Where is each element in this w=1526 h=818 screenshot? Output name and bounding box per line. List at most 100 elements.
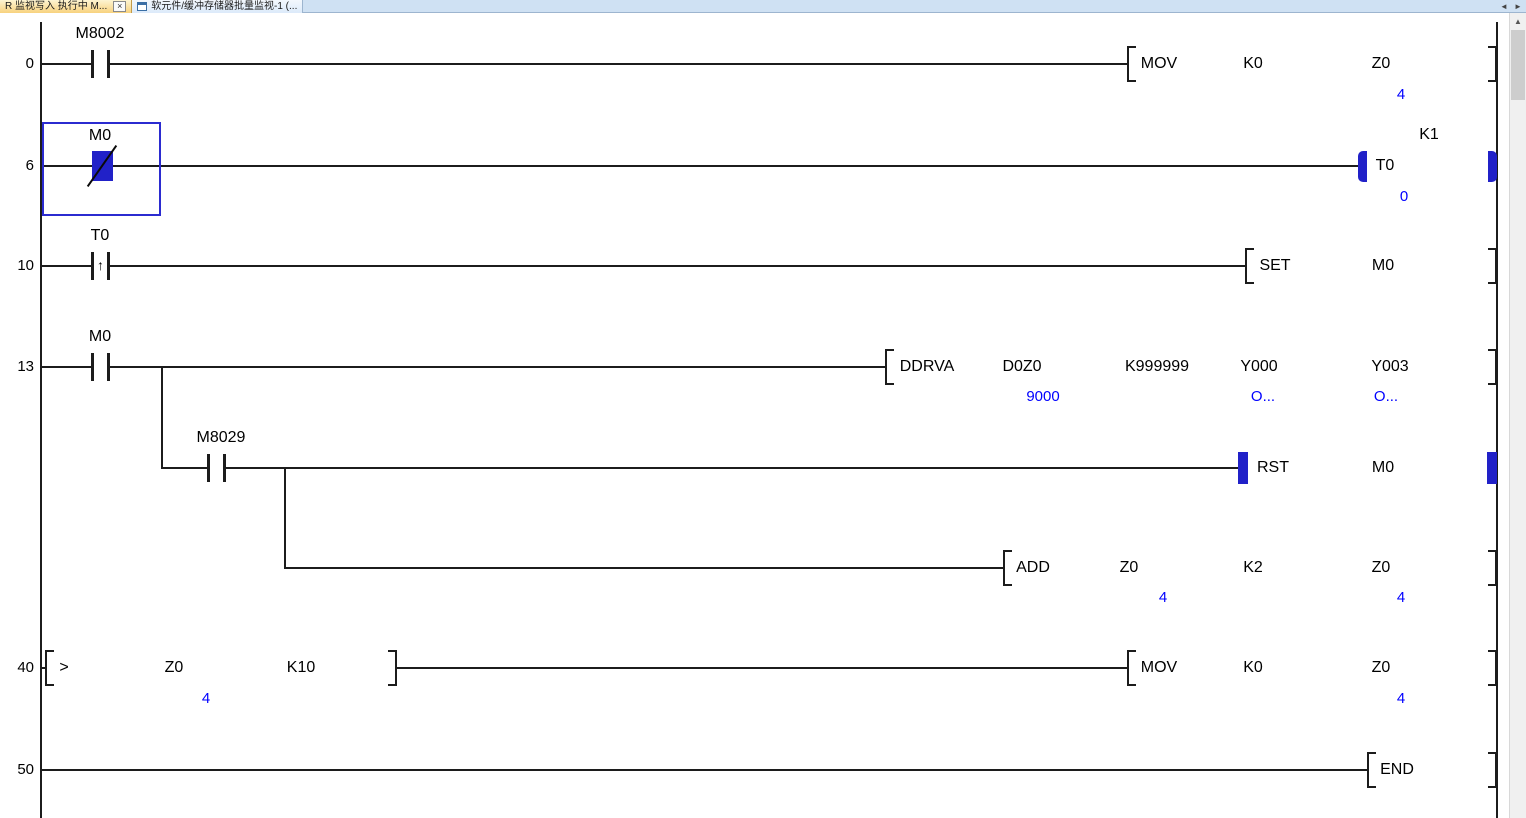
operand[interactable]: K0 [1243, 659, 1263, 676]
instruction-mnemonic[interactable]: DDRVA [899, 358, 955, 375]
operand[interactable]: K999999 [1124, 358, 1190, 375]
tab-scroll-right-icon[interactable]: ► [1514, 2, 1522, 11]
instruction-open-bracket [885, 349, 894, 385]
contact-label: M8029 [196, 429, 246, 446]
contact-bar [223, 454, 226, 482]
tab-device-batch-monitor-label: 软元件/缓冲存储器批量监视-1 (... [151, 0, 298, 12]
instruction-close-bracket [1488, 550, 1497, 586]
coil-open-paren [1358, 151, 1367, 182]
rung-wire [42, 63, 1127, 65]
instruction-open-bracket [1003, 550, 1012, 586]
tab-scroll-left-icon[interactable]: ◄ [1500, 2, 1508, 11]
operand[interactable]: Z0 [164, 659, 184, 676]
operand[interactable]: Y000 [1240, 358, 1278, 375]
compare-open-bracket [45, 650, 54, 686]
instruction-mnemonic[interactable]: MOV [1140, 55, 1178, 72]
contact-m8002[interactable] [91, 50, 110, 78]
tab-ladder-monitor-label: R 监视写入 执行中 M... [5, 0, 108, 12]
monitor-value: O... [1250, 388, 1276, 405]
rung-wire [42, 769, 1367, 771]
monitor-value: O... [1373, 388, 1399, 405]
compare-close-bracket [388, 650, 397, 686]
compare-operator[interactable]: > [59, 659, 69, 676]
instruction-mnemonic[interactable]: END [1380, 761, 1414, 778]
operand[interactable]: K0 [1243, 55, 1263, 72]
monitor-value: 0 [1399, 188, 1409, 205]
rung-wire [42, 165, 1358, 167]
instruction-close-bracket [1488, 752, 1497, 788]
operand[interactable]: Y003 [1371, 358, 1409, 375]
tab-scroll-controls: ◄ ► [1498, 0, 1524, 13]
instruction-close-bracket [1488, 650, 1497, 686]
instruction-open-bracket [1245, 248, 1254, 284]
monitor-value: 4 [1396, 589, 1406, 606]
tab-ladder-monitor[interactable]: R 监视写入 执行中 M... × [0, 0, 133, 13]
contact-bar [107, 252, 110, 280]
scrollbar-thumb[interactable] [1511, 30, 1525, 100]
step-number: 13 [17, 358, 34, 375]
vertical-scrollbar[interactable]: ▲ [1509, 13, 1526, 818]
monitor-value: 9000 [1026, 388, 1060, 405]
step-number: 10 [17, 257, 34, 274]
step-number: 50 [17, 761, 34, 778]
coil-close-paren [1488, 151, 1497, 182]
monitor-value: 4 [1396, 86, 1406, 103]
contact-label: M0 [88, 328, 112, 345]
operand[interactable]: K2 [1243, 559, 1263, 576]
contact-bar [91, 50, 94, 78]
close-icon[interactable]: × [113, 1, 127, 12]
contact-label: M8002 [75, 25, 125, 42]
step-number: 0 [25, 55, 34, 72]
instruction-mnemonic[interactable]: MOV [1140, 659, 1178, 676]
instruction-close-bracket [1488, 248, 1497, 284]
rung-wire [397, 667, 1127, 669]
rung-wire [42, 265, 1245, 267]
operand[interactable]: K10 [286, 659, 316, 676]
tab-device-batch-monitor[interactable]: 软元件/缓冲存储器批量监视-1 (... [132, 0, 304, 13]
rung-wire [42, 667, 47, 669]
instruction-close-bracket [1488, 46, 1497, 82]
instruction-close-bracket-active [1487, 452, 1497, 484]
cell-cursor[interactable] [42, 122, 161, 216]
document-tabbar: R 监视写入 执行中 M... × 软元件/缓冲存储器批量监视-1 (... [0, 0, 1526, 13]
branch-wire [161, 367, 163, 469]
left-power-rail [40, 22, 42, 818]
branch-wire [284, 467, 286, 569]
scroll-up-icon[interactable]: ▲ [1510, 13, 1526, 30]
instruction-close-bracket [1488, 349, 1497, 385]
contact-bar [91, 252, 94, 280]
operand[interactable]: Z0 [1371, 659, 1391, 676]
contact-t0-pulse[interactable]: ↑ [91, 252, 110, 280]
coil-device[interactable]: T0 [1375, 157, 1395, 174]
contact-label: T0 [90, 227, 110, 244]
instruction-mnemonic[interactable]: RST [1257, 459, 1289, 476]
instruction-open-bracket [1367, 752, 1376, 788]
instruction-mnemonic[interactable]: ADD [1016, 559, 1050, 576]
operand[interactable]: M0 [1371, 459, 1395, 476]
instruction-open-bracket-active [1238, 452, 1248, 484]
timer-preset: K1 [1419, 126, 1439, 143]
operand[interactable]: M0 [1371, 257, 1395, 274]
operand[interactable]: Z0 [1371, 559, 1391, 576]
contact-bar [107, 353, 110, 381]
rung-wire [285, 567, 1003, 569]
rung-wire [42, 366, 885, 368]
instruction-open-bracket [1127, 46, 1136, 82]
contact-bar [107, 50, 110, 78]
instruction-mnemonic[interactable]: SET [1259, 257, 1291, 274]
contact-label: M0 [88, 127, 112, 144]
right-power-rail [1496, 22, 1498, 818]
monitor-value: 4 [1158, 589, 1168, 606]
operand[interactable]: D0Z0 [1002, 358, 1042, 375]
step-number: 40 [17, 659, 34, 676]
contact-m0[interactable] [91, 353, 110, 381]
rung-wire [162, 467, 1238, 469]
window-icon [137, 2, 148, 11]
monitor-value: 4 [201, 690, 211, 707]
contact-m8029[interactable] [207, 454, 226, 482]
contact-bar [207, 454, 210, 482]
operand[interactable]: Z0 [1371, 55, 1391, 72]
operand[interactable]: Z0 [1119, 559, 1139, 576]
